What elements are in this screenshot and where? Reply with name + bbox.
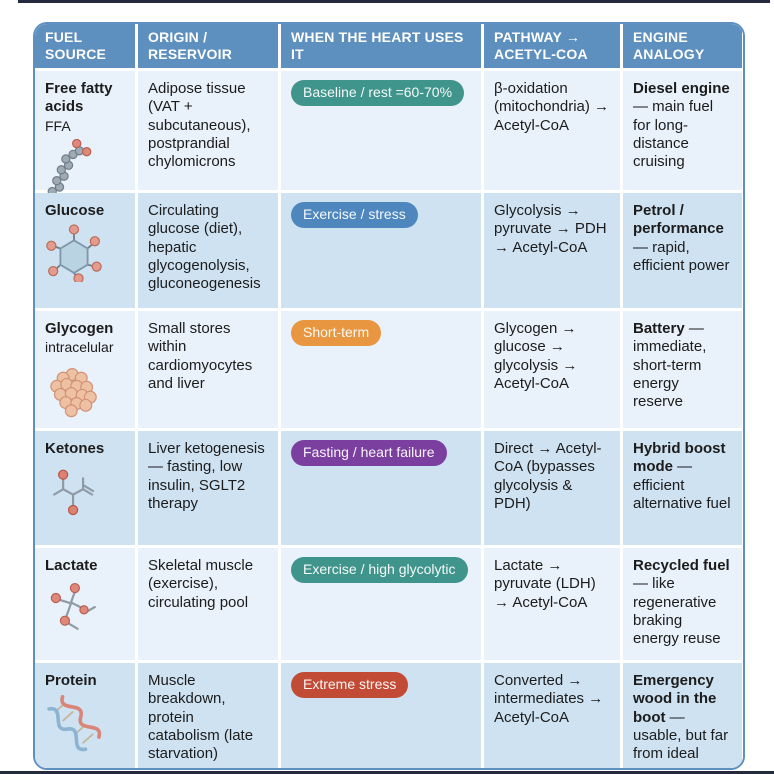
cell-pathway-row4: Direct → Acetyl-CoA (bypasses glycolysis… — [484, 431, 620, 545]
cell-origin-row6: Muscle breakdown, protein catabolism (la… — [138, 663, 278, 768]
fuel-name: Ketones — [45, 440, 105, 457]
origin-text: Adipose tissue (VAT + subcutaneous), pos… — [148, 80, 251, 171]
analogy-text: Emergency wood in the boot — usable, but… — [633, 672, 729, 763]
header-fuel-source: FUEL SOURCE — [35, 24, 135, 68]
analogy-bold: Petrol / performance — [633, 202, 724, 238]
usage-badge: Extreme stress — [291, 672, 409, 699]
header-engine-analogy: ENGINE ANALOGY — [623, 24, 742, 68]
analogy-bold: Battery — [633, 320, 685, 337]
cell-pathway-row5: Lactate → pyruvate (LDH) → Acetyl-CoA — [484, 548, 620, 660]
analogy-text: Diesel engine — main fuel for long-dista… — [633, 80, 730, 171]
cell-usage-row6: Extreme stress — [281, 663, 481, 768]
cell-usage-row2: Exercise / stress — [281, 193, 481, 308]
cell-usage-row1: Baseline / rest =60-70% — [281, 71, 481, 190]
fuel-name: Free fatty acids — [45, 80, 113, 116]
cell-pathway-row6: Converted → intermediates → Acetyl-CoA — [484, 663, 620, 768]
cell-usage-row3: Short-term — [281, 311, 481, 428]
fuel-table-grid: FUEL SOURCE ORIGIN / RESERVOIR WHEN THE HE… — [35, 24, 743, 768]
origin-text: Liver ketogenesis — fasting, low insulin… — [148, 440, 265, 512]
analogy-bold: Emergency wood in the boot — [633, 672, 717, 726]
fuel-name: Protein — [45, 672, 97, 689]
glycogen-cluster-icon — [45, 360, 103, 418]
analogy-text: Recycled fuel — like regenerative brakin… — [633, 557, 730, 648]
glucose-ring-icon — [45, 224, 103, 284]
analogy-text: Petrol / performance — rapid, efficient … — [633, 202, 730, 274]
cell-fuel-row6: Protein — [35, 663, 135, 768]
pathway-text: Converted → intermediates → Acetyl-CoA — [494, 672, 604, 726]
fatty-acid-chain-icon — [45, 138, 103, 197]
top-edge-strip — [18, 0, 770, 3]
pathway-text: Lactate → pyruvate (LDH) → Acetyl-CoA — [494, 557, 596, 611]
header-label: ORIGIN / RESERVOIR — [148, 29, 233, 62]
usage-badge: Exercise / stress — [291, 202, 418, 229]
usage-badge: Fasting / heart failure — [291, 440, 447, 467]
fuel-subtitle: intracelular — [45, 339, 114, 356]
header-origin-reservoir: ORIGIN / RESERVOIR — [138, 24, 278, 68]
analogy-bold: Recycled fuel — [633, 557, 730, 574]
cell-analogy-row2: Petrol / performance — rapid, efficient … — [623, 193, 742, 308]
fuel-subtitle: FFA — [45, 117, 71, 134]
cell-fuel-row5: Lactate — [35, 548, 135, 660]
cell-analogy-row6: Emergency wood in the boot — usable, but… — [623, 663, 742, 768]
header-label: FUEL SOURCE — [45, 29, 107, 62]
usage-badge: Baseline / rest =60-70% — [291, 80, 465, 107]
header-label: ENGINE ANALOGY — [633, 29, 705, 62]
pathway-text: Glycolysis → pyruvate → PDH → Acetyl-CoA — [494, 202, 607, 256]
cell-analogy-row1: Diesel engine — main fuel for long-dista… — [623, 71, 742, 190]
analogy-bold: Hybrid boost mode — [633, 440, 726, 476]
header-label: WHEN THE HEART USES IT — [291, 29, 464, 62]
cell-analogy-row3: Battery — immediate, short-term energy r… — [623, 311, 742, 428]
ketone-molecule-icon — [45, 462, 103, 520]
cell-pathway-row2: Glycolysis → pyruvate → PDH → Acetyl-CoA — [484, 193, 620, 308]
cell-origin-row1: Adipose tissue (VAT + subcutaneous), pos… — [138, 71, 278, 190]
cell-origin-row3: Small stores within cardiomyocytes and l… — [138, 311, 278, 428]
pathway-text: Glycogen → glucose → glycolysis → Acetyl… — [494, 320, 578, 392]
bottom-edge-strip — [0, 771, 774, 774]
cell-origin-row2: Circulating glucose (diet), hepatic glyc… — [138, 193, 278, 308]
fuel-name: Lactate — [45, 557, 98, 574]
cell-origin-row4: Liver ketogenesis — fasting, low insulin… — [138, 431, 278, 545]
cell-fuel-row4: Ketones — [35, 431, 135, 545]
pathway-text: β-oxidation (mitochondria) → Acetyl-CoA — [494, 80, 610, 134]
cell-pathway-row3: Glycogen → glucose → glycolysis → Acetyl… — [484, 311, 620, 428]
fuel-name: Glucose — [45, 202, 105, 219]
analogy-text: Battery — immediate, short-term energy r… — [633, 320, 707, 411]
cell-usage-row4: Fasting / heart failure — [281, 431, 481, 545]
usage-badge: Exercise / high glycolytic — [291, 557, 468, 584]
origin-text: Skeletal muscle (exercise), circulating … — [148, 557, 254, 611]
origin-text: Circulating glucose (diet), hepatic glyc… — [148, 202, 261, 293]
lactate-molecule-icon — [45, 579, 103, 637]
usage-badge: Short-term — [291, 320, 382, 347]
header-pathway-acetyl-coa: PATHWAY → ACETYL-COA — [484, 24, 620, 68]
analogy-bold: Diesel engine — [633, 80, 730, 97]
cell-analogy-row4: Hybrid boost mode — efficient alternativ… — [623, 431, 742, 545]
pathway-text: Direct → Acetyl-CoA (bypasses glycolysis… — [494, 440, 602, 512]
fuel-name: Glycogen — [45, 320, 114, 337]
dna-helix-icon — [45, 694, 103, 752]
header-when-heart-uses-it: WHEN THE HEART USES IT — [281, 24, 481, 68]
fuel-source-table: FUEL SOURCE ORIGIN / RESERVOIR WHEN THE HE… — [33, 22, 745, 770]
origin-text: Muscle breakdown, protein catabolism (la… — [148, 672, 254, 763]
cell-usage-row5: Exercise / high glycolytic — [281, 548, 481, 660]
cell-fuel-row3: Glycogen intracelular — [35, 311, 135, 428]
cell-origin-row5: Skeletal muscle (exercise), circulating … — [138, 548, 278, 660]
origin-text: Small stores within cardiomyocytes and l… — [148, 320, 253, 392]
analogy-text: Hybrid boost mode — efficient alternativ… — [633, 440, 731, 512]
header-label: PATHWAY → ACETYL-COA — [494, 29, 588, 62]
cell-pathway-row1: β-oxidation (mitochondria) → Acetyl-CoA — [484, 71, 620, 190]
cell-fuel-row2: Glucose — [35, 193, 135, 308]
cell-analogy-row5: Recycled fuel — like regenerative brakin… — [623, 548, 742, 660]
